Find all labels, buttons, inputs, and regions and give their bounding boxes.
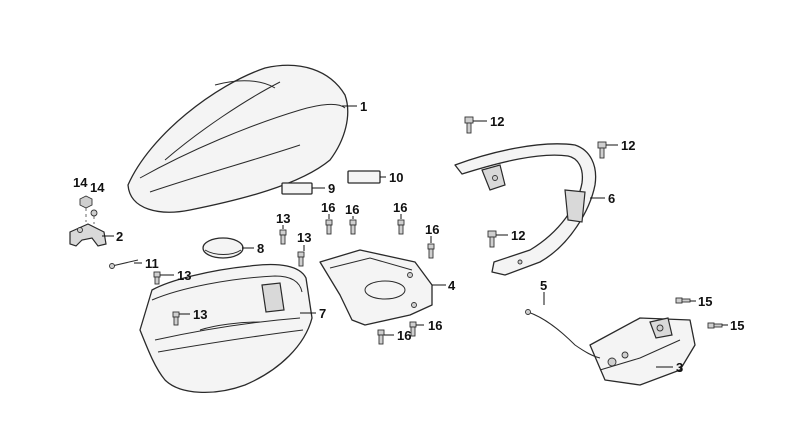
lock-assembly [589,317,696,386]
callout-16-e: 16 [397,328,411,343]
leader-lines [102,105,728,368]
cap [202,237,244,259]
bolt-12-bottom [487,230,497,248]
callout-1: 1 [360,99,367,114]
bracket [69,223,107,247]
callout-15-a: 15 [698,294,712,309]
callout-14-b: 14 [90,180,105,195]
label-plate-9 [281,182,313,195]
bolt-12-right [597,141,607,159]
callout-6: 6 [608,191,615,206]
callout-16-b: 16 [345,202,359,217]
callout-14-a: 14 [73,175,88,190]
luggage-box [139,263,313,393]
callout-15-b: 15 [730,318,744,333]
callout-12-right: 12 [621,138,635,153]
bolt-12-top [464,116,474,134]
bolt-15-a [675,297,691,304]
inner-cover [319,249,433,326]
cable [525,309,601,359]
callout-5: 5 [540,278,547,293]
callout-3: 3 [676,360,683,375]
callout-16-a: 16 [321,200,335,215]
callout-13-a: 13 [276,211,290,226]
callout-2: 2 [116,229,123,244]
grab-rail [454,143,597,276]
nut-14-left [79,195,93,222]
bolt-16-e [377,329,385,345]
callout-7: 7 [319,306,326,321]
bolt-13-a [279,229,287,245]
label-plate-10 [347,170,381,184]
bolt-16-a [325,219,333,235]
callout-16-f: 16 [428,318,442,333]
callout-9: 9 [328,181,335,196]
bolt-15-b [707,322,723,329]
callout-12-bottom: 12 [511,228,525,243]
bolt-13-b [297,251,305,267]
bolt-16-d [427,243,435,259]
callout-16-c: 16 [393,200,407,215]
seat [127,64,349,213]
callout-13-d: 13 [193,307,207,322]
bolt-13-d [172,311,180,326]
nut-14-right [90,209,98,224]
callout-4: 4 [448,278,456,293]
callout-13-c: 13 [177,268,191,283]
callout-11: 11 [145,256,159,271]
callout-10: 10 [389,170,403,185]
bolt-16-c [397,219,405,235]
callout-16-d: 16 [425,222,439,237]
pin [109,259,139,269]
callout-13-b: 13 [297,230,311,245]
bolt-16-b [349,219,357,235]
callout-8: 8 [257,241,264,256]
callout-12-top: 12 [490,114,504,129]
bolt-13-c [153,271,161,285]
